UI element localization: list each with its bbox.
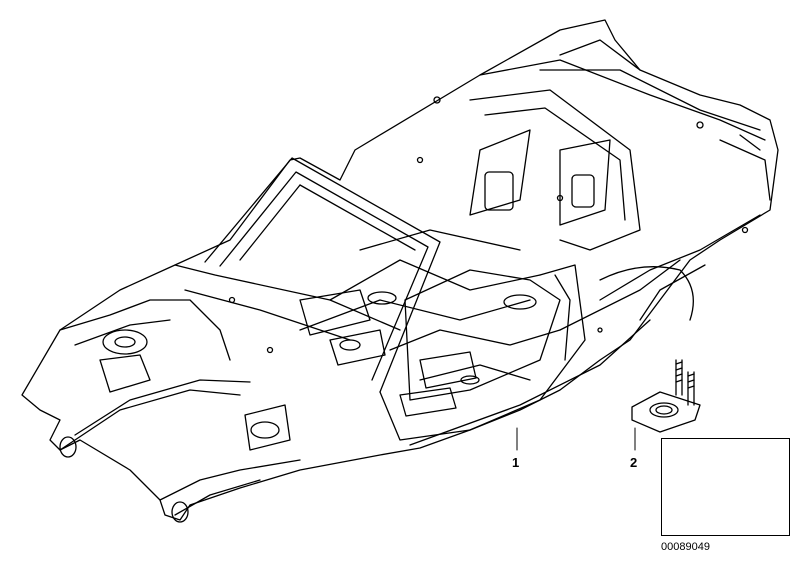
callout-label-2: 2 [630, 455, 638, 470]
car-body-shell [21, 19, 779, 523]
thumbnail-frame [661, 438, 790, 536]
mounting-plate-drawing [631, 359, 701, 433]
callout-label-1: 1 [512, 455, 520, 470]
document-number: 00089049 [661, 541, 710, 553]
